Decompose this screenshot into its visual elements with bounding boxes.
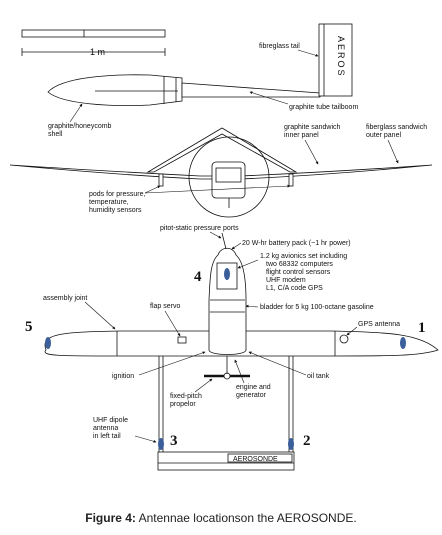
label-pods-line3: humidity sensors: [89, 207, 142, 214]
caption-text: Antennae locationson the AEROSONDE.: [135, 511, 357, 525]
antenna-number-3: 3: [170, 433, 178, 449]
label-uhf-line2: antenna: [93, 425, 118, 432]
label-shell-line2: shell: [48, 131, 63, 138]
antenna-number-2: 2: [303, 433, 311, 449]
label-uhf-line3: in left tail: [93, 433, 121, 440]
gps-antenna-marker: [339, 334, 349, 344]
side-tailboom: [181, 82, 321, 98]
antenna-3: [158, 438, 164, 450]
top-view: [44, 232, 439, 471]
antenna-number-4: 4: [194, 269, 202, 285]
label-ignition: ignition: [112, 373, 134, 380]
side-fin: [318, 23, 353, 97]
antenna-2: [288, 438, 294, 450]
label-assembly-joint: assembly joint: [43, 295, 87, 302]
tail-fin-text: AEROS: [336, 36, 346, 78]
label-avionics-line5: L1, C/A code GPS: [266, 285, 323, 292]
front-propeller-disc: [188, 136, 270, 218]
label-inner-panel-line2: inner panel: [284, 132, 319, 139]
front-v-tail: [146, 127, 298, 173]
label-engine-line1: engine and: [236, 384, 271, 391]
scale-bar-box: [21, 29, 166, 38]
label-engine-line2: generator: [236, 392, 267, 399]
label-battery: 20 W-hr battery pack (~1 hr power): [242, 240, 351, 247]
caption-prefix: Figure 4:: [85, 511, 136, 525]
label-pitot: pitot-static pressure ports: [160, 225, 239, 232]
antenna-4: [224, 268, 230, 280]
antenna-number-1: 1: [418, 320, 426, 336]
scale-bar: 1 m: [21, 29, 166, 57]
label-pods-line1: pods for pressure,: [89, 191, 145, 198]
label-graphite-tailboom: graphite tube tailboom: [289, 104, 358, 111]
label-outer-panel-line1: fiberglass sandwich: [366, 124, 427, 131]
tailboom-right: [288, 354, 294, 468]
label-avionics-line4: UHF modem: [266, 277, 306, 284]
label-avionics-line1: 1.2 kg avionics set including: [260, 253, 347, 260]
label-gps-antenna: GPS antenna: [358, 321, 400, 328]
label-avionics-line2: two 68332 computers: [266, 261, 333, 268]
side-fuselage: [47, 74, 183, 106]
label-outer-panel-line2: outer panel: [366, 132, 401, 139]
scale-bar-label: 1 m: [90, 47, 105, 57]
front-pod-left: [158, 173, 164, 187]
label-shell-line1: graphite/honeycomb: [48, 123, 112, 130]
tailboom-left: [158, 354, 164, 468]
label-pods-line2: temperature,: [89, 199, 129, 206]
front-pod-right: [288, 173, 294, 187]
label-tail-plane: AEROSONDE: [233, 456, 278, 463]
label-flap-servo: flap servo: [150, 303, 180, 310]
front-view: [9, 127, 433, 218]
antenna-1: [400, 337, 406, 349]
label-propeller-line1: fixed-pitch: [170, 393, 202, 400]
label-fibreglass-tail: fibreglass tail: [259, 43, 300, 50]
label-propeller-line2: propelor: [170, 401, 196, 408]
antenna-5: [45, 337, 51, 349]
label-bladder: bladder for 5 kg 100-octane gasoline: [260, 304, 374, 311]
label-uhf-line1: UHF dipole: [93, 417, 128, 424]
label-avionics-line3: flight control sensors: [266, 269, 331, 276]
label-oil-tank: oil tank: [307, 373, 330, 380]
side-view: [47, 23, 353, 106]
label-inner-panel-line1: graphite sandwich: [284, 124, 341, 131]
figure-caption: Figure 4: Antennae locationson the AEROS…: [0, 511, 442, 525]
antenna-number-5: 5: [25, 319, 33, 335]
